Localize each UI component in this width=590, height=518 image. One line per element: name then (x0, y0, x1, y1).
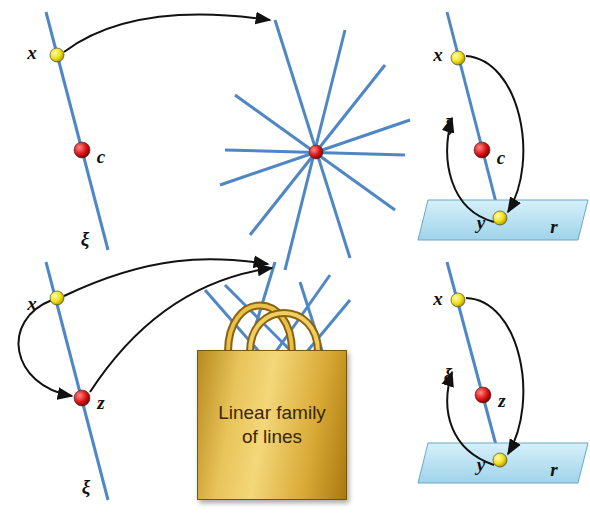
point-label: x (27, 43, 37, 62)
point-label: z (498, 391, 505, 410)
plane (418, 443, 588, 483)
plane-label: r (550, 217, 557, 236)
point-label: x (433, 289, 443, 308)
bag-label: Linear family of lines (217, 401, 327, 449)
point-label: c (97, 147, 105, 166)
point-label: x (433, 45, 443, 64)
shopping-bag: Linear family of lines (197, 350, 347, 500)
plane-label: r (550, 460, 557, 479)
point-label: y (477, 455, 485, 474)
point-label: x (27, 294, 37, 313)
line-label: ξ (82, 477, 91, 496)
line-label: ξ (444, 365, 453, 384)
plane (418, 200, 588, 240)
line-label: ξ (444, 115, 453, 134)
line-label: ξ (81, 229, 90, 248)
bag-handles (228, 306, 318, 353)
point-label: c (497, 148, 505, 167)
lines (46, 12, 500, 500)
points (50, 48, 507, 467)
point-label: z (97, 393, 104, 412)
point-label: y (477, 213, 485, 232)
